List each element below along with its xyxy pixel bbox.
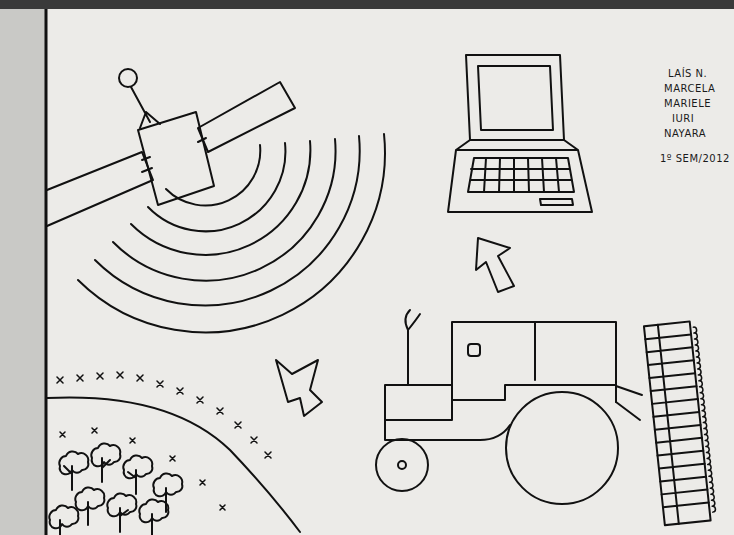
author-note: 1º SEM/2012 <box>660 153 730 165</box>
harvester-header <box>644 321 711 525</box>
laptop-keyboard <box>468 158 574 192</box>
tractor-chassis <box>385 420 510 440</box>
laptop-trackpad <box>540 199 573 205</box>
page-edge <box>0 0 46 535</box>
tree-crown <box>75 487 104 510</box>
satellite-antenna <box>119 69 137 87</box>
hollow-arrow <box>276 360 322 416</box>
page-border <box>45 9 48 535</box>
tractor-hood <box>385 385 616 420</box>
header-rungs <box>644 321 711 525</box>
tree-crown <box>59 451 88 474</box>
author-note: NAYARA <box>664 128 706 140</box>
tree-crown <box>91 443 120 466</box>
hollow-arrow <box>476 238 514 292</box>
wheel-hub <box>398 461 406 469</box>
tree-crown <box>107 493 136 516</box>
panel-joint <box>142 138 206 172</box>
signal-wave <box>95 136 360 305</box>
laptop-base <box>448 140 592 212</box>
tractor-cab <box>452 322 616 402</box>
header-arm <box>616 386 642 420</box>
top-edge <box>0 0 734 9</box>
author-note: LAÍS N. <box>668 68 707 80</box>
rear-wheel <box>506 392 618 504</box>
signal-wave <box>113 139 336 281</box>
header-teeth <box>693 327 715 512</box>
exhaust-pipe <box>405 310 420 385</box>
signal-wave <box>166 145 260 205</box>
tree-crown <box>139 499 168 522</box>
signal-wave <box>78 134 385 332</box>
signal-wave <box>148 143 285 231</box>
laptop-display <box>478 66 553 130</box>
author-note: MARIELE <box>664 98 711 110</box>
crop-marks <box>57 372 271 510</box>
author-note: IURI <box>672 113 694 125</box>
antenna-mast <box>131 87 160 128</box>
tree-crown <box>49 505 78 528</box>
front-wheel <box>376 439 428 491</box>
author-note: MARCELA <box>664 83 715 95</box>
solar-panel <box>47 152 153 226</box>
laptop-screen <box>466 55 564 140</box>
signal-wave <box>131 141 310 255</box>
tree-crown <box>153 473 182 496</box>
solar-panel <box>198 82 295 152</box>
tree-crown <box>123 455 152 478</box>
river-bank <box>47 397 300 532</box>
tractor-light <box>468 344 480 356</box>
